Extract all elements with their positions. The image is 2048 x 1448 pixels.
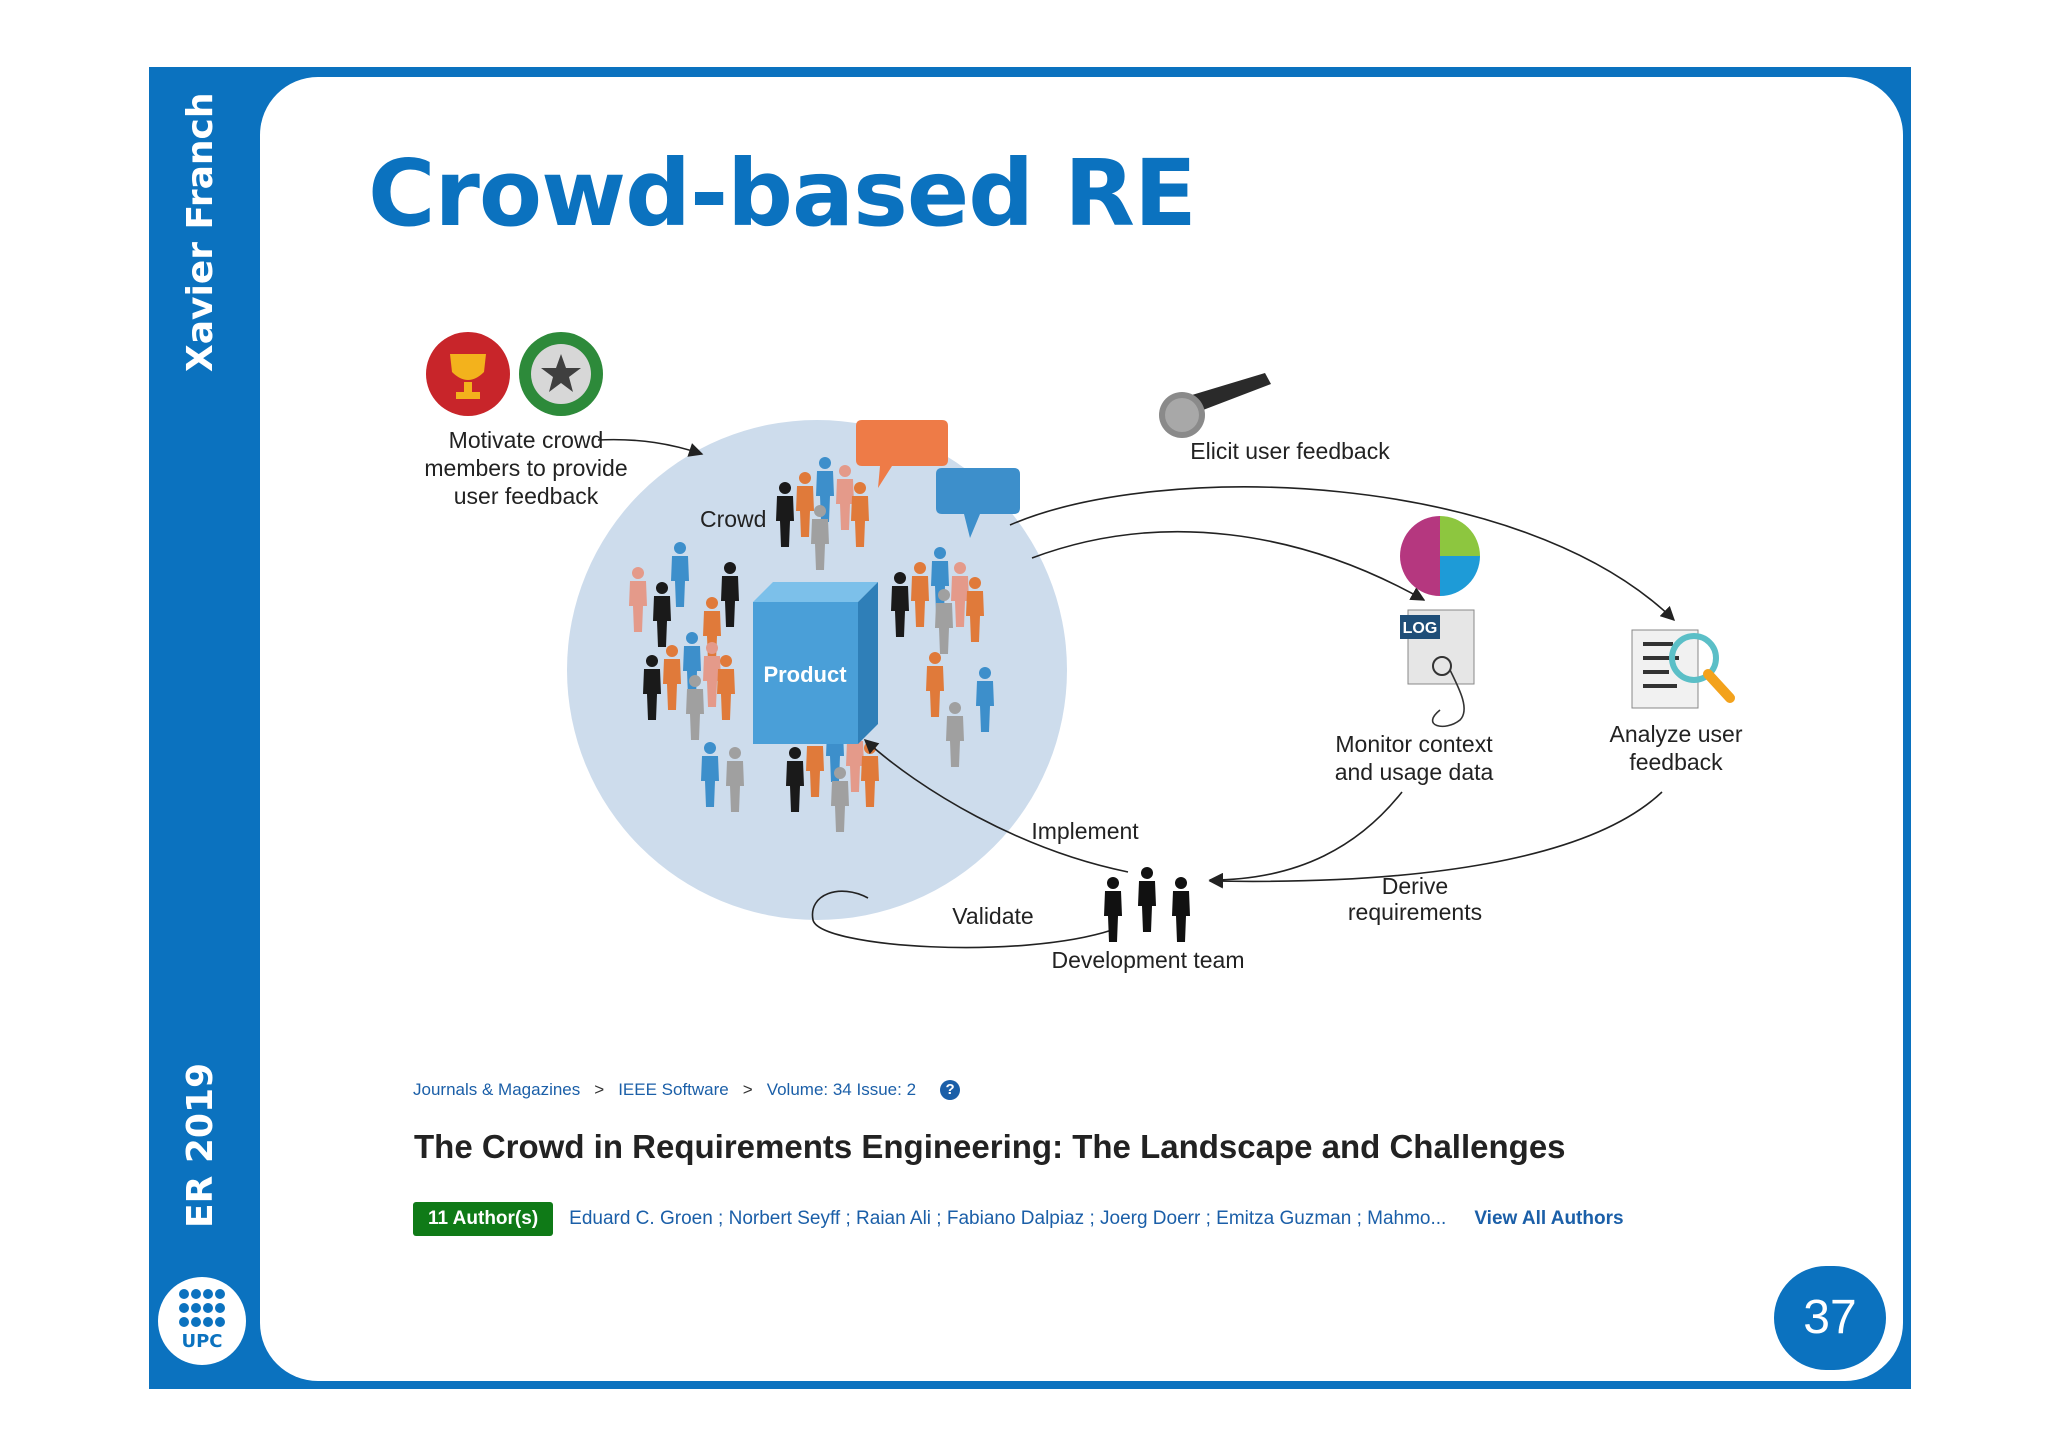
side-author-name: Xavier Franch (180, 92, 221, 373)
microphone-icon (1159, 373, 1271, 438)
breadcrumb-journals-magazines[interactable]: Journals & Magazines (413, 1080, 581, 1099)
magnifier-icon (1631, 629, 1735, 709)
implement-label: Implement (1031, 818, 1139, 844)
crowd-re-diagram: Motivate crowd members to provide user f… (424, 332, 1743, 973)
implement-arrow (863, 739, 1129, 873)
product-label: Product (763, 662, 847, 687)
validate-loop (811, 890, 1113, 949)
analyze-label-line2: feedback (1629, 749, 1723, 775)
help-icon[interactable]: ? (940, 1080, 961, 1100)
page-number: 37 (1774, 1266, 1886, 1370)
authors-list[interactable]: Eduard C. Groen ; Norbert Seyff ; Raian … (569, 1208, 1447, 1229)
pie-chart-icon (1400, 516, 1480, 596)
log-file-icon: LOG (1400, 609, 1475, 728)
monitor-to-team-arrow (1208, 791, 1403, 888)
side-event-label: ER 2019 (180, 1062, 221, 1228)
product-box: Product (753, 582, 878, 744)
derive-label-line2: requirements (1348, 899, 1482, 925)
view-all-authors-link[interactable]: View All Authors (1474, 1208, 1624, 1229)
breadcrumb-separator: > (742, 1080, 753, 1099)
validate-label: Validate (952, 903, 1033, 929)
development-team-icon (1104, 867, 1190, 942)
analyze-to-team-arrow (1208, 791, 1663, 889)
page-title: Crowd-based RE (368, 140, 1197, 247)
monitor-arrow (1031, 530, 1426, 601)
breadcrumb: Journals & Magazines > IEEE Software > V… (413, 1075, 961, 1105)
breadcrumb-separator: > (594, 1080, 605, 1099)
crowd-label: Crowd (700, 506, 766, 532)
article-title: The Crowd in Requirements Engineering: T… (414, 1128, 1566, 1165)
motivate-label-line3: user feedback (454, 483, 599, 509)
motivate-arrow (597, 438, 704, 457)
upc-dots-icon (179, 1289, 225, 1327)
breadcrumb-volume-issue[interactable]: Volume: 34 Issue: 2 (766, 1080, 917, 1099)
star-badge-icon (519, 332, 603, 416)
elicit-label: Elicit user feedback (1190, 438, 1390, 464)
upc-logo: UPC (158, 1277, 246, 1365)
authors-row: 11 Author(s) Eduard C. Groen ; Norbert S… (413, 1202, 1624, 1236)
speech-bubble-blue (936, 468, 1020, 538)
motivate-label-line1: Motivate crowd (449, 427, 604, 453)
monitor-label-line1: Monitor context (1335, 731, 1493, 757)
slide-panel (260, 77, 1903, 1381)
speech-bubble-orange (856, 420, 948, 488)
derive-label-line1: Derive (1382, 873, 1448, 899)
analyze-label-line1: Analyze user (1610, 721, 1743, 747)
breadcrumb-ieee-software[interactable]: IEEE Software (618, 1080, 729, 1099)
motivate-label-line2: members to provide (424, 455, 627, 481)
monitor-label-line2: and usage data (1335, 759, 1494, 785)
upc-logo-text: UPC (181, 1331, 223, 1352)
elicit-arrow (1009, 486, 1676, 622)
authors-count-badge[interactable]: 11 Author(s) (413, 1202, 554, 1236)
dev-team-label: Development team (1051, 947, 1244, 973)
trophy-icon (426, 332, 510, 416)
log-label: LOG (1403, 620, 1438, 637)
